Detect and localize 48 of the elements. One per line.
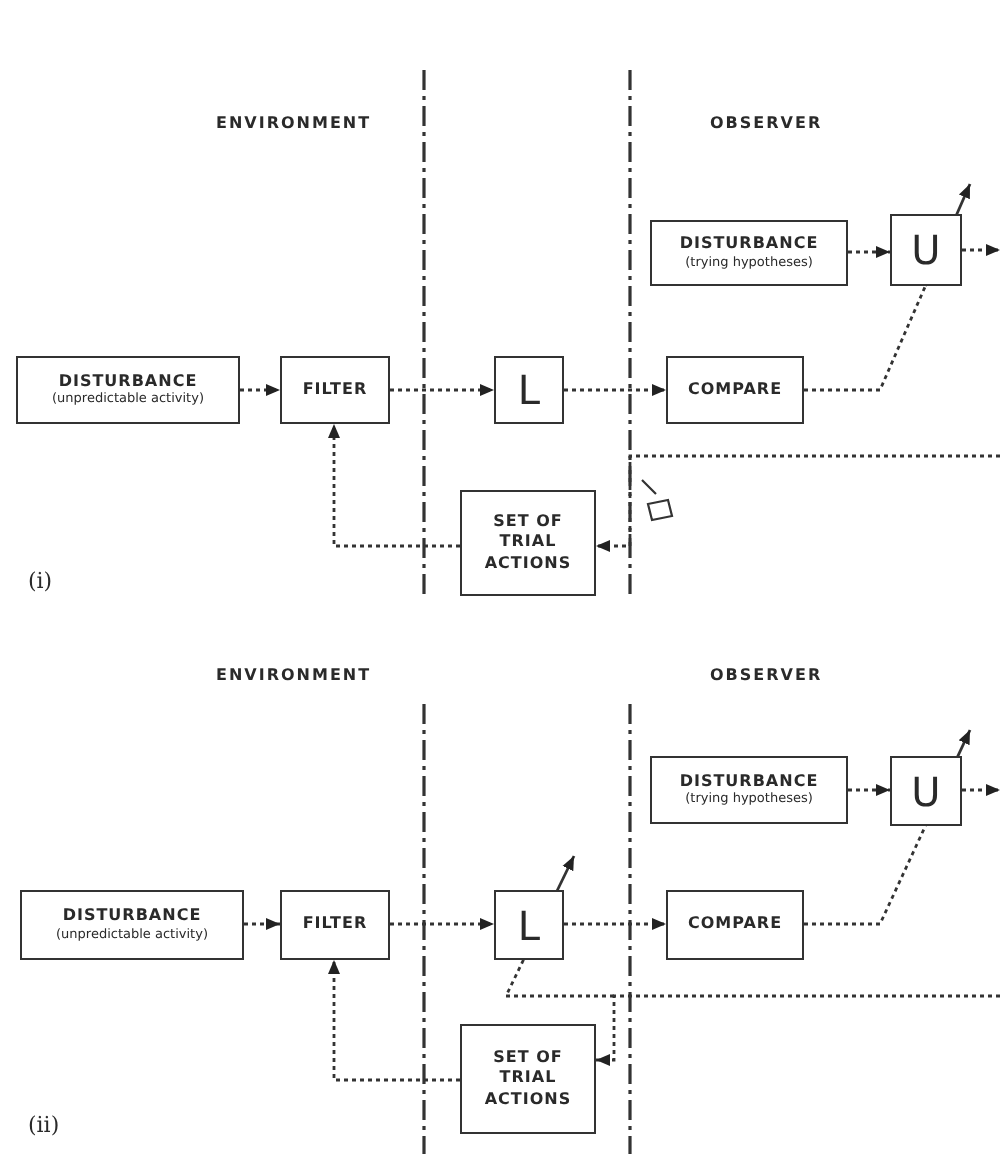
arrow <box>390 384 494 396</box>
box-title: FILTER <box>302 914 368 936</box>
process-box <box>666 890 804 960</box>
arrow <box>564 384 666 396</box>
process-box <box>280 890 390 960</box>
arrow <box>390 918 494 930</box>
process-box <box>20 890 244 960</box>
process-box <box>666 356 804 424</box>
process-box <box>890 214 962 286</box>
process-box <box>494 356 564 424</box>
arrow <box>848 246 890 258</box>
process-box <box>890 756 962 826</box>
panel-label: (ii) <box>28 1112 60 1138</box>
box-title: L <box>517 364 541 416</box>
region-heading: OBSERVER <box>710 114 823 132</box>
box-title: L <box>517 899 541 951</box>
arrow <box>962 244 1000 256</box>
box-title: COMPARE <box>687 914 783 936</box>
process-box <box>460 490 596 596</box>
process-box <box>650 220 848 286</box>
box-title: U <box>911 224 941 276</box>
process-box <box>494 890 564 960</box>
box-title: COMPARE <box>687 379 783 401</box>
process-box <box>280 356 390 424</box>
region-heading: OBSERVER <box>710 666 823 684</box>
box-title: U <box>911 765 941 817</box>
region-heading: ENVIRONMENT <box>216 114 372 132</box>
arrow <box>848 784 890 796</box>
box-title: SET OF TRIAL ACTIONS <box>482 511 574 575</box>
box-title: DISTURBANCE <box>58 371 198 392</box>
process-box <box>16 356 240 424</box>
panel-label: (i) <box>28 568 53 594</box>
arrow <box>244 918 280 930</box>
arrow <box>596 454 1000 552</box>
box-title: DISTURBANCE <box>62 906 202 928</box>
arrow <box>328 424 460 548</box>
process-box <box>460 1024 596 1134</box>
region-heading: ENVIRONMENT <box>216 666 372 684</box>
arrow <box>962 784 1000 796</box>
box-title: DISTURBANCE <box>679 234 819 256</box>
arrow <box>596 994 1000 1066</box>
process-box <box>650 756 848 824</box>
arrow <box>564 918 666 930</box>
box-title: FILTER <box>302 379 368 401</box>
arrow <box>328 960 460 1082</box>
arrow <box>240 384 280 396</box>
box-title: DISTURBANCE <box>679 771 819 792</box>
box-title: SET OF TRIAL ACTIONS <box>482 1047 574 1111</box>
